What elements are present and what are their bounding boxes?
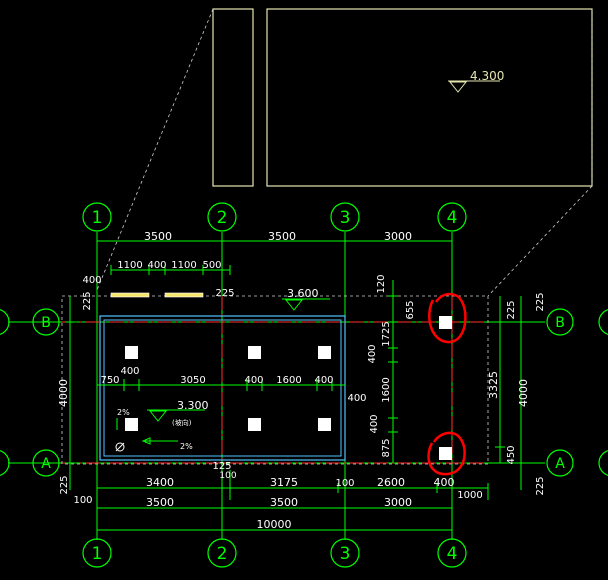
axis-label-top-1: 1	[92, 208, 103, 228]
axis-label-bottom-2: 2	[217, 544, 228, 564]
roof-elevation-marker	[448, 80, 500, 93]
axis-bubbles-top	[82, 202, 467, 232]
dim-right-400-a: 400	[367, 344, 378, 363]
columns	[125, 316, 452, 460]
dim-interior-3050: 3050	[180, 375, 205, 386]
dim-top-mid-225: 225	[215, 288, 234, 299]
mid-elevation-marker	[282, 298, 330, 311]
dim-interior-right-400: 400	[347, 393, 366, 404]
dim-top-sub-3: 1100	[171, 260, 196, 271]
dim-right-b-4000: 4000	[517, 379, 530, 407]
axis-label-right-B: B	[555, 315, 565, 331]
dim-top-span-1: 3500	[144, 230, 172, 243]
dim-top-left-400: 400	[82, 275, 101, 286]
dim-bottom-total: 10000	[257, 518, 292, 531]
wall-outer	[99, 315, 346, 461]
left-dimension-lines	[65, 296, 75, 490]
axis-label-right-A: A	[555, 456, 565, 472]
column	[318, 346, 331, 359]
highlight-marker-bottom	[427, 431, 466, 476]
dim-top-sub-1: 1100	[117, 260, 142, 271]
dim-bottom2-left-100: 100	[73, 495, 92, 506]
dim-right-c-225-bottom: 225	[535, 476, 546, 495]
red-axis-lines	[62, 296, 488, 464]
axis-label-bottom-1: 1	[92, 544, 103, 564]
axis-label-left-B: B	[41, 315, 51, 331]
axis-label-bottom-3: 3	[340, 544, 351, 564]
axis-bubbles-side	[0, 308, 608, 477]
roof-elevation-text: 4.300	[470, 69, 504, 83]
slope-label-b: 2%	[180, 442, 193, 451]
top-dimension-lines	[96, 236, 453, 275]
slab-outline-dashed	[61, 295, 489, 465]
dim-right-1725: 1725	[381, 321, 392, 346]
column	[439, 316, 452, 329]
axis-label-top-4: 4	[447, 208, 458, 228]
wall-inner	[103, 319, 342, 457]
dim-bottom-2600: 2600	[377, 476, 405, 489]
column	[439, 447, 452, 460]
dim-interior-750: 750	[100, 375, 119, 386]
dim-right-1600: 1600	[381, 377, 392, 402]
inner-elevation-text: 3.300	[177, 399, 209, 412]
dim-right-875: 875	[381, 438, 392, 457]
dim-bottom-125: 125	[212, 461, 231, 472]
axis-label-top-2: 2	[217, 208, 228, 228]
dim-bottom-100: 100	[335, 478, 354, 489]
column	[248, 346, 261, 359]
slope-note: (坡向)	[172, 418, 192, 427]
column	[125, 418, 138, 431]
dim-top-span-3: 3000	[384, 230, 412, 243]
dim-right-655: 655	[405, 300, 416, 319]
dim-left-total: 4000	[57, 379, 70, 407]
interior-dimension-line	[97, 379, 345, 391]
axis-label-left-A: A	[41, 456, 51, 472]
dim-right-400-b: 400	[369, 414, 380, 433]
dim-right-a-3325: 3325	[487, 371, 500, 399]
dim-bottom-400: 400	[434, 476, 455, 489]
dim-top-left-225: 225	[82, 291, 93, 310]
dim-right-a-225: 225	[506, 300, 517, 319]
dim-bottom-100-small: 100	[219, 471, 236, 481]
bottom-dimension-lines	[96, 470, 489, 535]
elevation-panel-right	[266, 8, 593, 187]
perspective-dashed-lines	[96, 8, 593, 297]
dim-bottom-3175: 3175	[270, 476, 298, 489]
elevation-outline	[212, 8, 593, 187]
dim-right-120: 120	[376, 274, 387, 293]
dim-top-sub-2: 400	[147, 260, 166, 271]
dim-top-span-2: 3500	[268, 230, 296, 243]
dim-bottom-3400: 3400	[146, 476, 174, 489]
highlight-markers	[427, 292, 467, 476]
column	[125, 346, 138, 359]
dim-right-a-450: 450	[506, 445, 517, 464]
highlight-marker-top	[428, 292, 467, 344]
slope-label-a: 2%	[117, 408, 130, 417]
right-dimension-lines	[388, 280, 526, 490]
dim-interior-400-b: 400	[244, 375, 263, 386]
column	[318, 418, 331, 431]
dim-bottom2-3500-a: 3500	[146, 496, 174, 509]
dim-top-sub-4: 500	[202, 260, 221, 271]
mid-elevation-text: 3.600	[287, 287, 319, 300]
dim-bottom2-3500-b: 3500	[270, 496, 298, 509]
axis-label-bottom-4: 4	[447, 544, 458, 564]
drain-circle-icon	[115, 442, 125, 452]
dim-left-bottom: 225	[59, 475, 70, 494]
dim-interior-400-c: 400	[314, 375, 333, 386]
axis-bubbles-bottom	[82, 538, 467, 568]
slope-arrows	[116, 418, 178, 445]
dim-right-c-225-top: 225	[535, 292, 546, 311]
elevation-panel-left	[212, 8, 254, 187]
dim-bottom-1000: 1000	[457, 490, 482, 501]
dim-interior-400-a: 400	[120, 366, 139, 377]
dim-bottom2-3000: 3000	[384, 496, 412, 509]
inner-elevation-marker	[147, 409, 205, 422]
axis-label-top-3: 3	[340, 208, 351, 228]
column	[248, 418, 261, 431]
dim-interior-1600: 1600	[276, 375, 301, 386]
windows	[110, 292, 204, 298]
